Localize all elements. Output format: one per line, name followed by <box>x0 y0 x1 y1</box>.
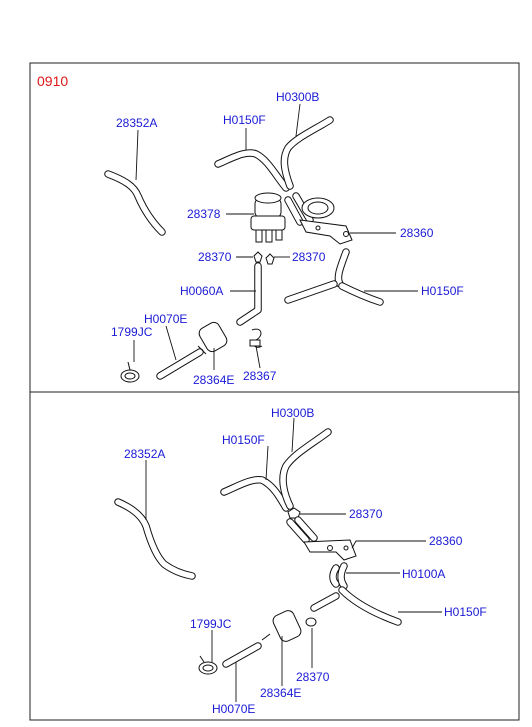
label-28378[interactable]: 28378 <box>187 207 221 221</box>
filter-28364e-top <box>197 321 228 355</box>
hose-28352a-bottom <box>114 498 196 580</box>
hose-h0100a <box>329 562 348 590</box>
label-h0060a[interactable]: H0060A <box>180 284 223 298</box>
hose-h0070e-bottom <box>222 642 262 668</box>
label-h0100a[interactable]: H0100A <box>402 567 445 581</box>
leader-h0300b-top <box>295 103 301 137</box>
label-h0150f-upper-bottom[interactable]: H0150F <box>222 433 265 447</box>
hose-h0300b-bottom <box>279 428 332 510</box>
leader-28367 <box>255 345 261 369</box>
label-28370-left-top[interactable]: 28370 <box>198 250 232 264</box>
clamp-1799jc-bottom <box>198 655 218 675</box>
leader-h0150f-bottom <box>265 445 269 481</box>
top-panel: 28352A H0150F H0300B 28378 28360 28370 2… <box>104 90 464 387</box>
label-28370-lower-bottom[interactable]: 28370 <box>296 670 330 684</box>
hose-28352a <box>104 170 166 236</box>
connector-28370-lower-bottom <box>305 617 317 627</box>
hose-h0300b <box>280 116 334 190</box>
bracket-28360 <box>299 197 353 245</box>
label-1799jc-bottom[interactable]: 1799JC <box>190 617 232 631</box>
leader-28352a-top <box>135 129 139 181</box>
label-28352a-top[interactable]: 28352A <box>116 116 157 130</box>
label-28367[interactable]: 28367 <box>243 369 277 383</box>
section-code: 0910 <box>37 73 68 89</box>
hose-h0150f-lower-bottom <box>310 586 402 626</box>
hose-h0150f-upper-bottom <box>220 475 290 512</box>
label-h0150f-upper-top[interactable]: H0150F <box>223 113 266 127</box>
label-1799jc-top[interactable]: 1799JC <box>111 325 153 339</box>
label-28370-upper-bottom[interactable]: 28370 <box>349 507 383 521</box>
hose-h0150f-upper <box>214 149 290 192</box>
label-h0150f-lower-top[interactable]: H0150F <box>421 284 464 298</box>
leader-28360-bottom <box>351 540 426 549</box>
label-h0300b-top[interactable]: H0300B <box>276 90 319 104</box>
label-h0300b-bottom[interactable]: H0300B <box>271 406 314 420</box>
filter-28364e-bottom <box>261 610 302 642</box>
label-28364e-bottom[interactable]: 28364E <box>260 686 301 700</box>
hose-h0150f-lower <box>284 248 384 306</box>
valve-28378 <box>250 192 286 243</box>
clamp-1799jc-top <box>120 361 140 383</box>
bracket-28360-bottom <box>303 539 357 561</box>
hose-short-bottom <box>286 516 318 544</box>
connector-28370-top <box>253 251 275 265</box>
label-h0070e-bottom[interactable]: H0070E <box>212 702 255 716</box>
label-28370-right-top[interactable]: 28370 <box>292 250 326 264</box>
leader-h0070e <box>165 325 177 361</box>
label-28360-top[interactable]: 28360 <box>400 226 434 240</box>
leader-h0300b-bottom <box>291 417 295 453</box>
label-h0070e-top[interactable]: H0070E <box>144 312 187 326</box>
hose-h0070e-top <box>156 348 204 380</box>
label-28352a-bottom[interactable]: 28352A <box>124 447 165 461</box>
label-h0150f-lower-bottom[interactable]: H0150F <box>444 605 487 619</box>
bottom-panel: 28352A H0150F H0300B 28370 28360 H0100A … <box>114 406 487 716</box>
label-28360-bottom[interactable]: 28360 <box>429 534 463 548</box>
label-28364e-top[interactable]: 28364E <box>193 373 234 387</box>
hose-h0060a <box>236 262 262 326</box>
clip-28367 <box>249 328 263 348</box>
connector-28370-upper-bottom <box>287 507 301 519</box>
